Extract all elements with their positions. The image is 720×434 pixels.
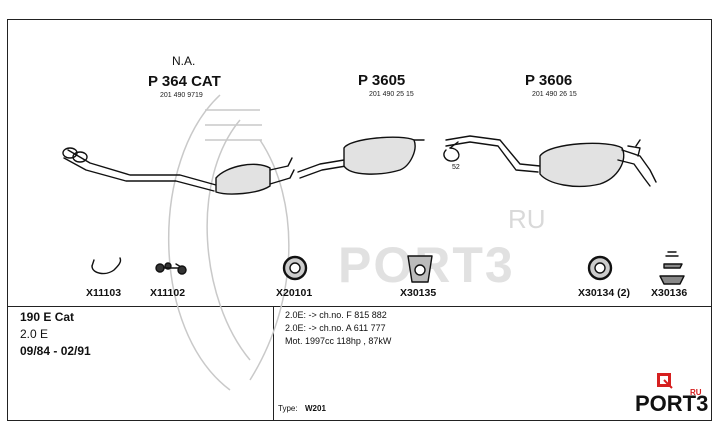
vehicle-engine: 2.0 E xyxy=(20,327,49,341)
part-number-p364cat: 201 490 9719 xyxy=(160,92,203,99)
clamp-label: 52 xyxy=(452,164,460,171)
part-x30135: X30135 xyxy=(400,287,437,299)
note-line: Mot. 1997cc 118hp , 87kW xyxy=(285,336,392,346)
note-line: 2.0E: -> ch.no. F 815 882 xyxy=(285,310,387,320)
rear-silencer xyxy=(445,135,657,188)
na-label: N.A. xyxy=(172,54,196,68)
front-pipe-catalyst xyxy=(62,147,295,195)
type-value: W201 xyxy=(305,404,326,413)
vehicle-model: 190 E Cat xyxy=(20,310,75,324)
part-x30134: X30134 (2) xyxy=(578,287,630,299)
part-x11103: X11103 xyxy=(86,287,122,299)
vehicle-years: 09/84 - 02/91 xyxy=(20,344,91,358)
note-line: 2.0E: -> ch.no. A 611 777 xyxy=(285,323,386,333)
part-number-p3606: 201 490 26 15 xyxy=(532,91,577,98)
middle-silencer xyxy=(297,136,425,179)
part-x20101: X20101 xyxy=(276,287,313,299)
part-x30136: X30136 xyxy=(651,287,688,299)
type-label: Type: xyxy=(278,404,298,413)
part-code-p3606: P 3606 xyxy=(525,72,573,89)
divider-horizontal xyxy=(7,306,712,307)
logo-suffix: RU xyxy=(690,388,702,397)
part-number-p3605: 201 490 25 15 xyxy=(369,91,414,98)
part-code-p364cat: P 364 CAT xyxy=(148,73,221,90)
watermark-suffix: RU xyxy=(508,204,546,234)
diagram-frame xyxy=(7,19,712,421)
logo-text: PORT3 xyxy=(635,391,709,416)
part-code-p3605: P 3605 xyxy=(358,72,406,89)
hanger-parts xyxy=(91,251,685,285)
part-x11102: X11102 xyxy=(150,287,186,299)
divider-vertical xyxy=(273,306,274,421)
